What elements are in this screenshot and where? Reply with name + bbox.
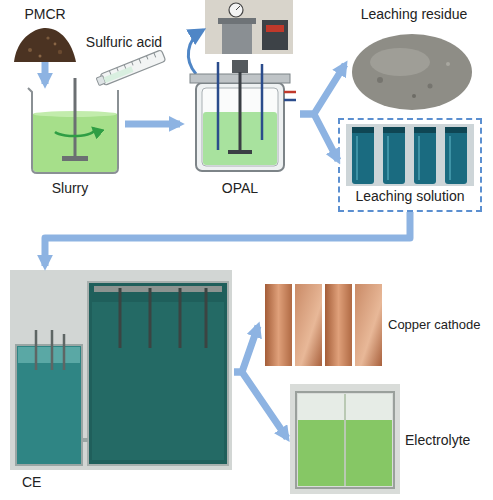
sampling-pipe (261, 64, 264, 140)
residue-grain (377, 77, 383, 83)
pressure-gauge (229, 3, 243, 17)
reservoir-tank (16, 345, 82, 465)
tube-caps (352, 127, 467, 133)
electrolyte-photo (290, 384, 400, 494)
sample-tube (445, 130, 467, 184)
cooling-tube (284, 99, 296, 102)
residue-grain (412, 94, 416, 98)
gauge-needle (236, 6, 240, 10)
soil-grain (54, 43, 57, 46)
connecting-pipe (82, 438, 88, 442)
sample-tube (383, 130, 405, 184)
graduated-cylinder (95, 50, 165, 88)
stage-label: Copper cathode (388, 318, 488, 333)
soil-shape (14, 28, 76, 62)
cylinder-body (100, 50, 166, 86)
beaker (28, 78, 118, 173)
residue-grain (428, 84, 433, 89)
gas-inlet-pipe (217, 62, 220, 150)
autoclave-body (222, 22, 252, 54)
stage-label: CE (22, 474, 82, 490)
soil-grain (58, 50, 62, 54)
controller-box (262, 20, 288, 50)
soil-pile (14, 28, 76, 62)
electrode-plates (120, 288, 206, 348)
stirrer-paddle (62, 156, 88, 161)
residue-grain (446, 62, 450, 66)
flow-arrow (234, 372, 287, 438)
sample-tube (352, 130, 374, 184)
reservoir-surface (18, 347, 80, 363)
copper-plate (265, 284, 292, 366)
stage-label: OPAL (180, 180, 300, 196)
photo-background (205, 0, 293, 54)
soil-grain (46, 36, 49, 39)
residue-pile (352, 34, 472, 110)
stirrer-blade (228, 150, 252, 154)
flow-arrow (41, 62, 48, 84)
copper-plate (325, 284, 352, 366)
tank-divider (344, 394, 346, 486)
electrowinning-cell-photo (10, 270, 232, 470)
stage-label: Slurry (15, 180, 125, 196)
stage-label: Sulfuric acid (78, 34, 170, 50)
process-stage: OPAL (180, 58, 300, 198)
flow-arrow (45, 212, 410, 266)
flow-arrow (300, 65, 345, 115)
flow-arrow (234, 326, 258, 372)
stirring-arrow (55, 128, 94, 136)
pressure-reactor (190, 60, 296, 171)
process-stage: Slurry (15, 84, 125, 198)
process-stage: Copper cathode (258, 280, 488, 372)
copper-cathode-photo (265, 284, 382, 366)
process-stage: PMCR (10, 4, 80, 62)
tank-frame (296, 392, 394, 488)
heating-tube (284, 91, 296, 94)
autoclave-lid (218, 18, 256, 24)
acid-fill (103, 66, 133, 83)
autoclave-photo (205, 0, 293, 54)
reservoir-fittings (36, 330, 64, 370)
stirrer-motor (232, 60, 248, 73)
stirrer-rod (74, 78, 77, 158)
tube-highlights (357, 136, 450, 180)
process-stage: Sulfuric acid (78, 34, 170, 84)
busbar (94, 286, 222, 292)
process-stage: Leaching residue (345, 4, 483, 114)
photo-background (10, 270, 232, 470)
solution-tubes (346, 124, 474, 186)
photo-background (290, 384, 400, 494)
cell-tank (88, 282, 228, 465)
process-stage: Electrolyte (287, 380, 487, 496)
stage-label: PMCR (10, 6, 80, 22)
cylinder-spout (96, 76, 105, 86)
soil-grain (28, 48, 32, 52)
photo-pointer-arrow (188, 30, 203, 74)
stage-label: Leaching solution (340, 188, 480, 204)
stirrer-shaft (239, 72, 242, 154)
flow-arrow (300, 114, 338, 160)
stage-label: Electrolyte (405, 432, 487, 448)
flow-arrow (125, 120, 180, 127)
copper-plate (295, 284, 322, 366)
process-stage: CE (8, 266, 234, 496)
process-stage: Leaching solution (338, 118, 482, 212)
residue-highlight (370, 48, 430, 76)
stage-label: Leaching residue (345, 6, 483, 22)
photo-background (346, 124, 474, 186)
beaker-outline (28, 88, 118, 173)
copper-plate (355, 284, 382, 366)
sample-tube (414, 130, 436, 184)
soil-grain (39, 55, 42, 58)
cell-electrolyte (92, 302, 224, 460)
controller-display (266, 25, 284, 32)
residue-powder (352, 34, 472, 110)
